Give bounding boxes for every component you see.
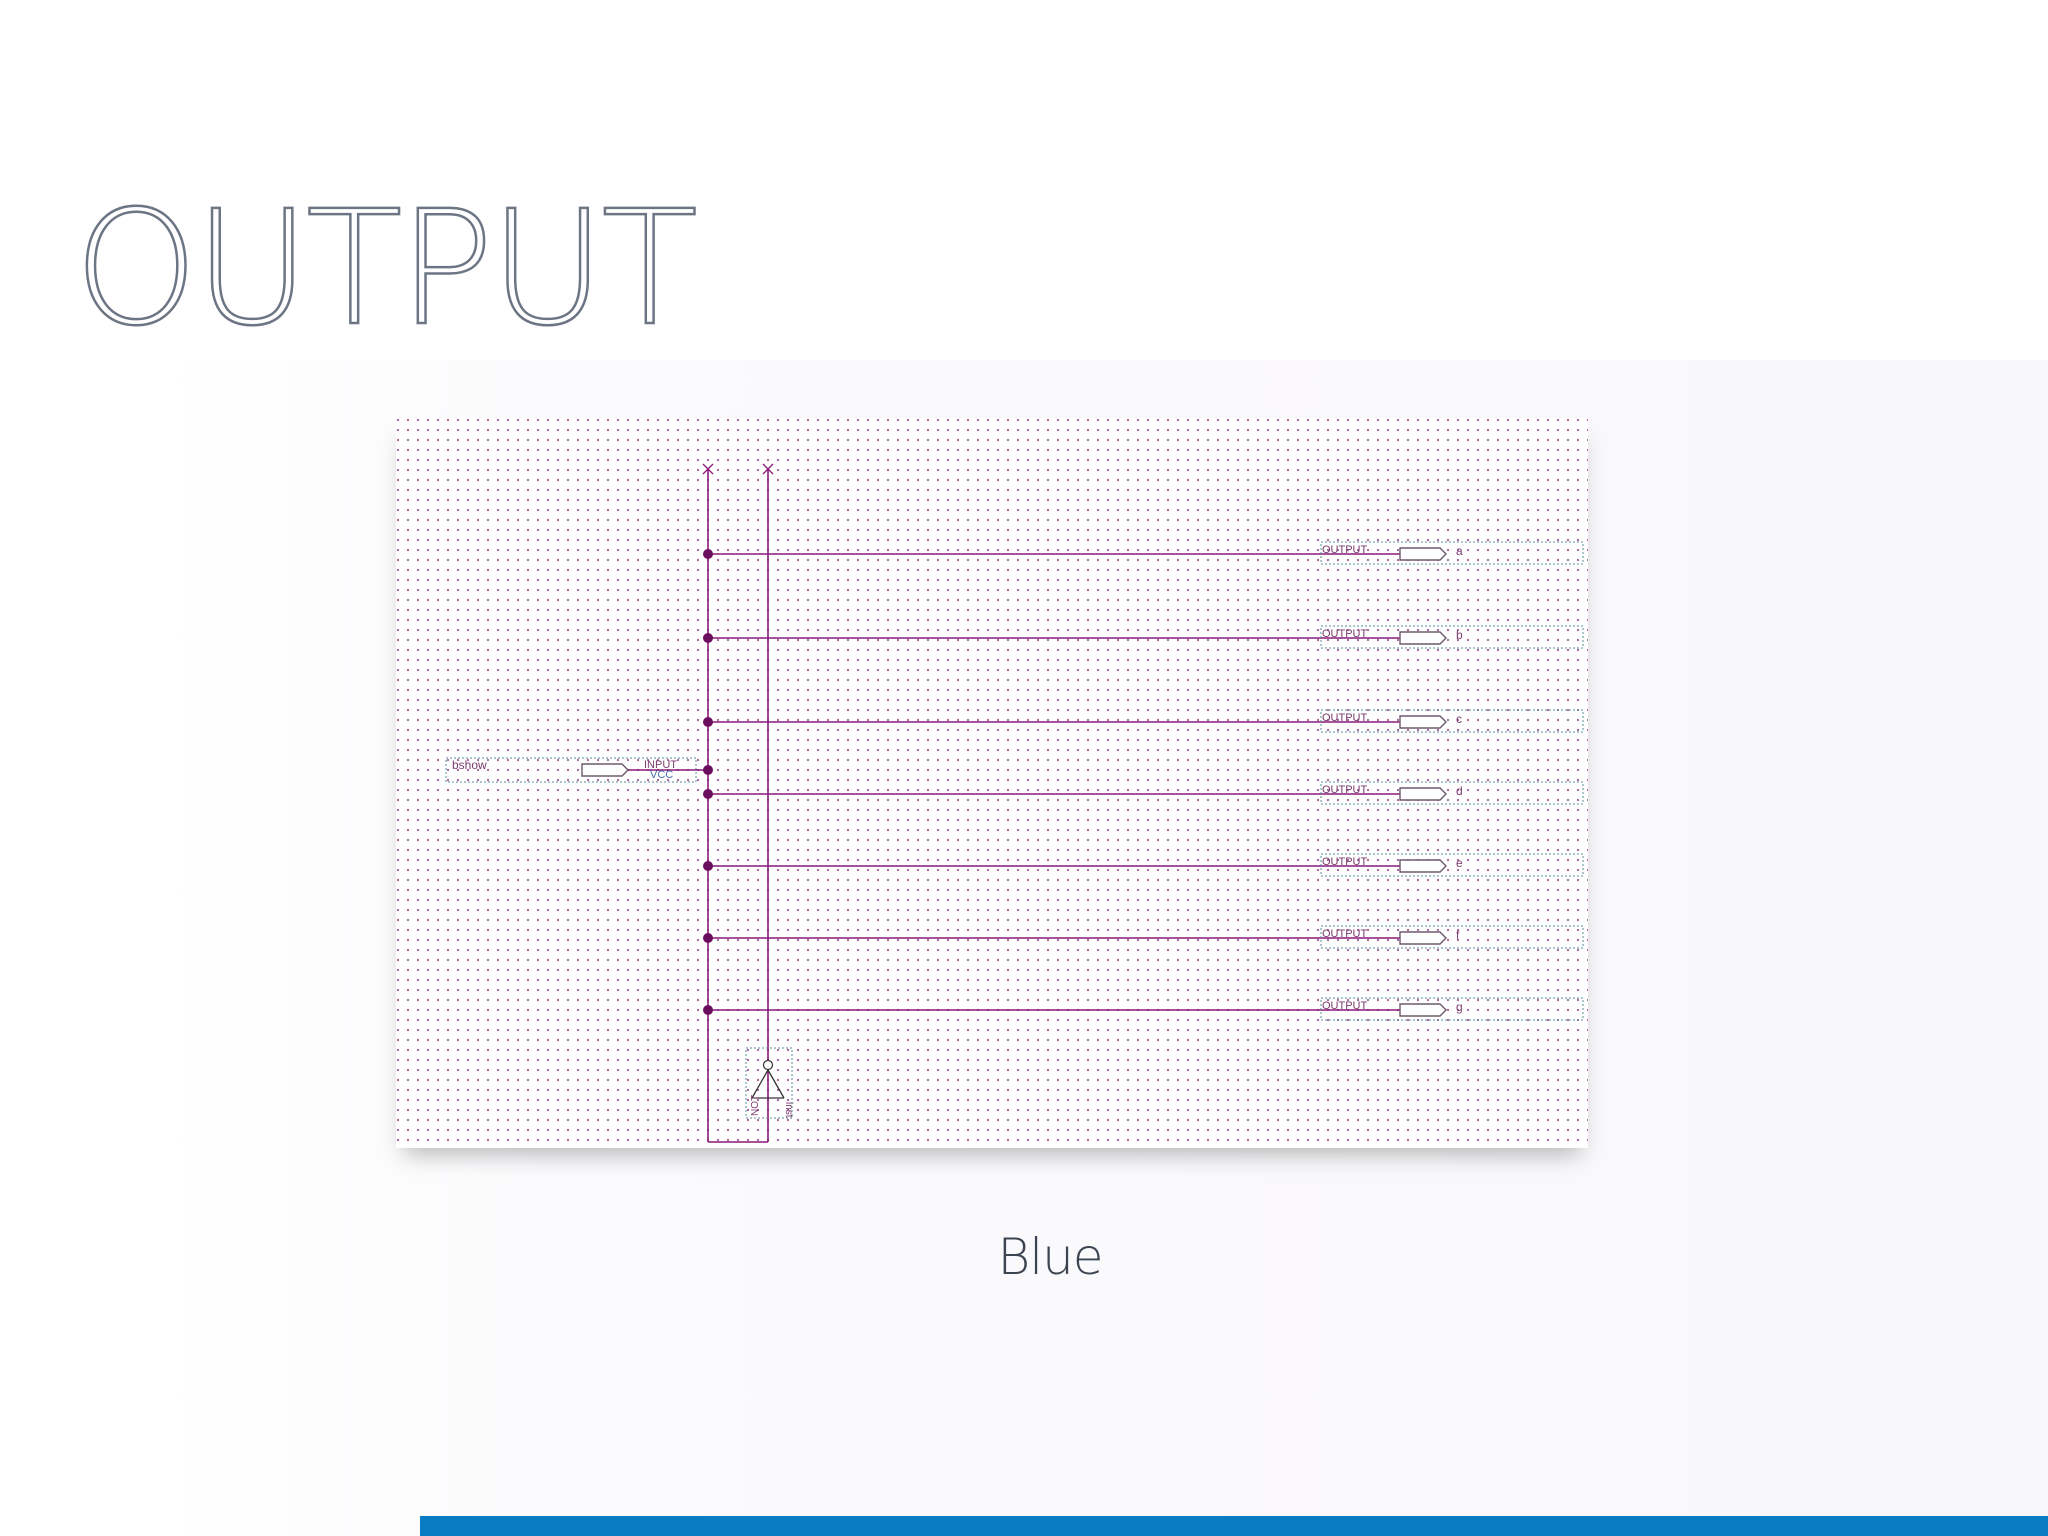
junction-dot <box>703 717 713 727</box>
not-gate-body <box>751 1069 785 1099</box>
junction-dot <box>703 1005 713 1015</box>
output-pin-box <box>1320 625 1584 649</box>
bus-end-marker <box>762 463 774 475</box>
output-pin-name-f: f <box>1456 928 1460 942</box>
output-pin-name-d: d <box>1456 784 1463 798</box>
output-pin-shape <box>1399 547 1447 561</box>
diagram-caption: Blue <box>997 1228 1103 1286</box>
slide-title: OUTPUT <box>73 177 699 361</box>
output-pin-name-g: g <box>1456 1000 1463 1014</box>
output-pin-type-label: OUTPUT <box>1322 928 1368 940</box>
output-pin-box <box>1320 997 1584 1021</box>
input-pin-type-label: INPUT <box>644 759 677 771</box>
output-pin-type-label: OUTPUT <box>1322 628 1368 640</box>
not-gate-instance-label: inst <box>783 1102 794 1118</box>
not-gate-box <box>745 1047 793 1119</box>
output-pin-type-label: OUTPUT <box>1322 544 1368 556</box>
output-pin-box <box>1320 853 1584 877</box>
input-pin-shape <box>581 763 629 777</box>
junction-dot <box>703 933 713 943</box>
junction-dot <box>703 765 713 775</box>
output-pin-shape <box>1399 787 1447 801</box>
output-pin-name-a: a <box>1456 544 1463 558</box>
output-pin-name-b: b <box>1456 628 1463 642</box>
output-pin-shape <box>1399 931 1447 945</box>
output-pin-shape <box>1399 1003 1447 1017</box>
output-pin-type-label: OUTPUT <box>1322 712 1368 724</box>
schematic-grid <box>396 418 1588 1148</box>
output-pin-name-c: c <box>1456 712 1462 726</box>
output-pin-type-label: OUTPUT <box>1322 856 1368 868</box>
output-pin-type-label: OUTPUT <box>1322 1000 1368 1012</box>
junction-dot <box>703 549 713 559</box>
junction-dot <box>703 861 713 871</box>
accent-bar <box>420 1516 2048 1536</box>
output-pin-box <box>1320 925 1584 949</box>
output-pin-box <box>1320 709 1584 733</box>
output-pin-box <box>1320 541 1584 565</box>
output-pin-box <box>1320 781 1584 805</box>
input-pin-name: bshow <box>452 758 487 772</box>
input-pin-default-label: VCC <box>650 769 673 781</box>
junction-dot <box>703 789 713 799</box>
output-pin-shape <box>1399 715 1447 729</box>
bus-end-marker <box>702 463 714 475</box>
not-gate-type-label: NOT <box>750 1095 761 1116</box>
not-gate-bubble <box>762 1059 774 1071</box>
output-pin-shape <box>1399 631 1447 645</box>
output-pin-type-label: OUTPUT <box>1322 784 1368 796</box>
output-pin-name-e: e <box>1456 856 1463 870</box>
output-pin-shape <box>1399 859 1447 873</box>
junction-dot <box>703 633 713 643</box>
